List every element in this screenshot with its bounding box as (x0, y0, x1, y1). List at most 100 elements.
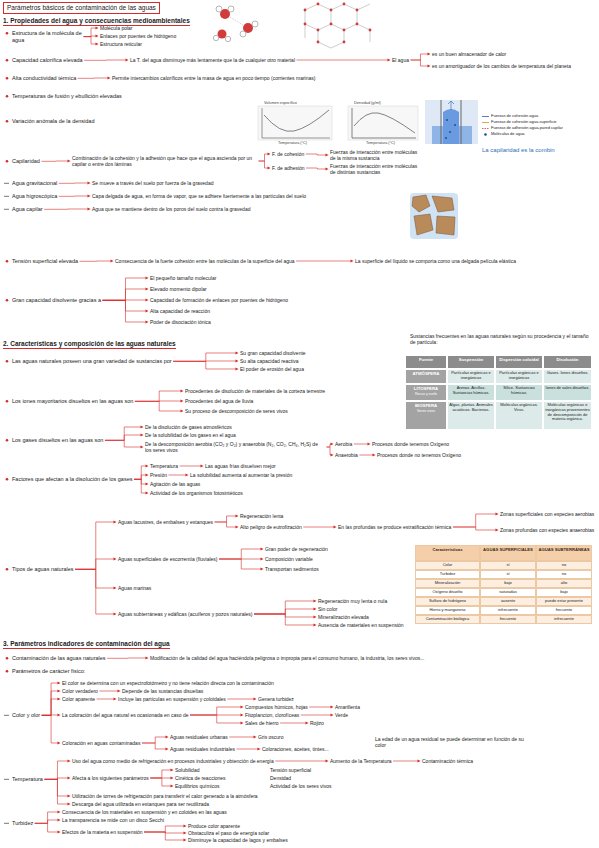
table-cell-text: Seres vivos (407, 409, 445, 413)
table-cell-text: Partículas orgánicas e inorgánicas (449, 371, 493, 381)
main-item: Los gases disueltos en las aguas son (12, 437, 103, 444)
arrow-head (88, 182, 91, 185)
arrow-line (135, 391, 181, 401)
note-text: Mineralización elevada (318, 614, 369, 620)
note-text: es un amortiguador de los cambios de tem… (432, 63, 571, 69)
main-item: Parámetros de carácter físico: (12, 668, 85, 675)
arrow-head (96, 35, 99, 38)
note-text: Ausencia de materiales en suspensión (318, 622, 404, 628)
note-text: Efectos de la materia en suspensión (62, 829, 143, 835)
note-text: Equilibrios químicos (175, 783, 219, 789)
arrow-head (331, 454, 334, 457)
note-text: Anaerobia (335, 452, 358, 458)
arrow-line (42, 691, 58, 715)
bullet-dot (6, 95, 9, 98)
arrow-head (236, 368, 239, 371)
arrow-line (102, 289, 146, 300)
main-item: Capacidad calorífica elevada (12, 57, 83, 64)
note-text: Depende de las sustancias disueltas (122, 688, 203, 694)
arrow-head (258, 748, 261, 751)
table-cell-text: Características (417, 547, 478, 552)
lattice-atoms (304, 3, 372, 44)
arrow-line (105, 427, 141, 440)
main-item: Las aguas naturales poseen una gran vari… (12, 358, 172, 365)
arrow-line (42, 715, 58, 743)
main-item: Tipos de aguas naturales (12, 566, 74, 573)
note-text: El poder de erosión del agua (240, 366, 304, 372)
arrow-head (58, 819, 61, 822)
arrow-head (181, 390, 184, 393)
soil-pores-figure (410, 193, 458, 239)
note-text: Elevado momento dipolar (150, 286, 207, 292)
arrow-head (428, 65, 431, 68)
dash-mark (4, 823, 9, 824)
main-item: Temperaturas de fusión y ebullición elev… (12, 93, 122, 100)
arrow-line (150, 778, 171, 786)
arrow-line (229, 737, 254, 738)
table-cell-text: Dispersión coloidal (497, 357, 541, 362)
arrow-line (144, 832, 184, 840)
note-text: Regeneración lenta (240, 513, 283, 519)
note-text: Coloraciones, aceites, tintes... (262, 746, 329, 752)
bullet-dot (6, 360, 9, 363)
arrow-line (254, 601, 314, 614)
note-text: Procesos donde no tenemos Oxígeno (377, 452, 461, 458)
main-item: Los iones mayoritarios disueltos en las … (12, 398, 133, 405)
arrow-line (173, 361, 236, 369)
arrow-line (134, 466, 146, 479)
note-text: Procesos donde tenemos Oxígeno (372, 441, 449, 447)
arrow-line (254, 614, 314, 625)
note-text: F. de adhesión (272, 165, 305, 171)
arrow-head (268, 167, 271, 170)
arrow-head (88, 195, 91, 198)
arrow-head (268, 153, 271, 156)
arrow-head (236, 526, 239, 529)
note-text: La edad de un agua residual se puede det… (375, 736, 525, 748)
arrow-head (261, 568, 264, 571)
arrow-line (410, 54, 428, 60)
arrow-line (99, 691, 118, 692)
note-text: Uso del agua como medio de refrigeración… (72, 758, 274, 764)
note-text: Poder de disociación iónica (150, 319, 211, 325)
arrow-head (241, 714, 244, 717)
bullet-dot (6, 439, 9, 442)
arrow-line (75, 522, 114, 569)
arrow-head (314, 608, 317, 611)
arrow-line (168, 475, 186, 476)
note-text: De la descomposición aerobia (CO₂ y O₂) … (145, 441, 325, 453)
density-graph (348, 106, 418, 140)
note-text: Actividad de los organismos fotosintétic… (150, 490, 243, 496)
arrow-line (306, 168, 326, 169)
arrow-head (314, 624, 317, 627)
arrow-head (236, 352, 239, 355)
note-text: De la solubilidad de los gases en el agu… (145, 432, 236, 438)
arrow-head (114, 613, 117, 616)
legend-text: Moléculas de agua (491, 132, 525, 137)
arrow-head (146, 277, 149, 280)
arrow-head (326, 154, 329, 157)
arrow-head (96, 43, 99, 46)
sub-item: Agua gravitacional (12, 180, 57, 187)
arrow-head (368, 443, 371, 446)
main-item: Variación anómala de la densidad (12, 118, 94, 125)
note-text: En las profundas se produce estratificac… (338, 524, 451, 530)
arrow-head (181, 400, 184, 403)
arrow-line (327, 447, 332, 455)
arrow-line (254, 609, 314, 614)
table-cell-text: Turbidez (417, 572, 478, 577)
arrow-line (280, 723, 306, 724)
arrow-head (254, 736, 257, 739)
note-text: Combinación de la cohesión y la adhesión… (72, 155, 257, 167)
main-item: Capilaridad (12, 158, 40, 165)
note-text: Procedentes de disolución de materiales … (185, 388, 325, 394)
arrow-head (351, 260, 354, 263)
table-cell-text: Arenas. Arcillas. Sustancias húmicas. (449, 386, 493, 396)
note-text: La solubilidad aumenta al aumentar la pr… (190, 472, 292, 478)
note-text: Agua que se mantiene dentro de los poros… (92, 206, 250, 212)
arrow-head (146, 321, 149, 324)
arrow-head (118, 690, 121, 693)
arrow-head (114, 698, 117, 701)
note-text: Amarillenta (335, 704, 360, 710)
sub-item: Temperatura (12, 776, 43, 783)
note-text: Compuestos húmicos, hojas (245, 704, 308, 710)
